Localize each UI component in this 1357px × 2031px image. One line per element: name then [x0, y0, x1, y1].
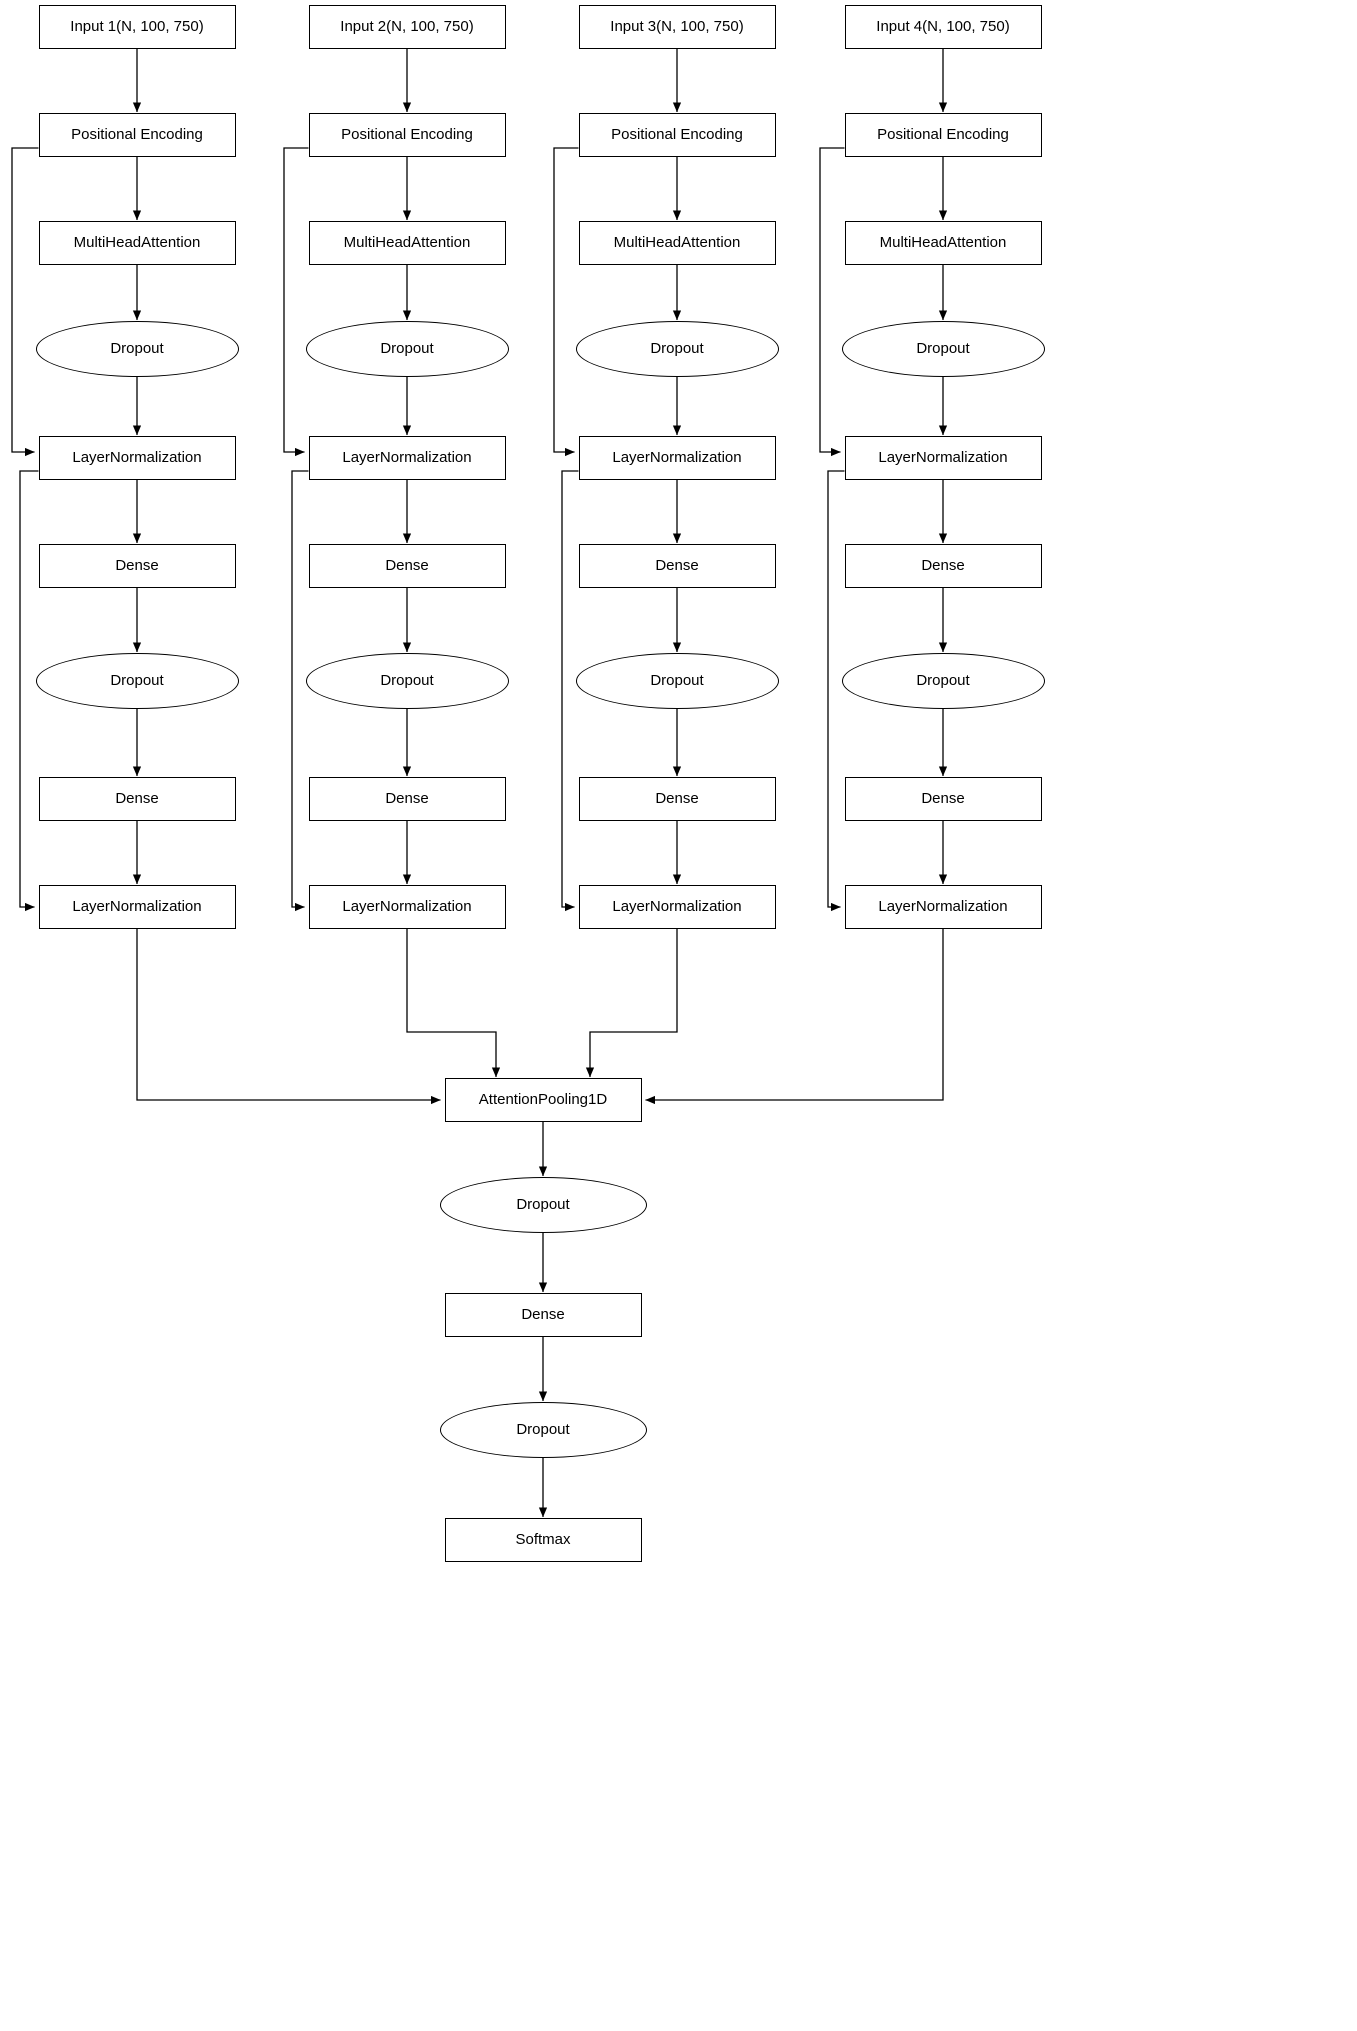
node-branch-4-dense: Dense	[844, 544, 1042, 588]
connector	[291, 470, 309, 912]
node-label: Dense	[655, 789, 699, 807]
node-branch-4-layernormalization: LayerNormalization	[844, 436, 1042, 480]
node-label: Dropout	[110, 339, 164, 357]
node-branch-4-input-4-n-100-750: Input 4(N, 100, 750)	[844, 5, 1042, 49]
connector	[406, 929, 501, 1078]
node-branch-3-dropout: Dropout	[575, 653, 779, 709]
node-label: AttentionPooling1D	[478, 1090, 608, 1108]
node-branch-1-layernormalization: LayerNormalization	[38, 436, 236, 480]
node-branch-4-dropout: Dropout	[841, 321, 1045, 377]
node-label: Input 4(N, 100, 750)	[876, 17, 1010, 35]
connector	[136, 929, 441, 1105]
node-branch-4-layernormalization: LayerNormalization	[844, 885, 1042, 929]
node-label: Positional Encoding	[341, 125, 473, 143]
node-label: MultiHeadAttention	[73, 233, 201, 251]
node-branch-2-dropout: Dropout	[305, 321, 509, 377]
node-label: Dense	[115, 789, 159, 807]
connector	[827, 470, 845, 912]
node-branch-4-multiheadattention: MultiHeadAttention	[844, 221, 1042, 265]
node-branch-2-dense: Dense	[308, 544, 506, 588]
node-label: Dense	[385, 556, 429, 574]
node-label: Dense	[521, 1305, 565, 1323]
node-branch-1-dense: Dense	[38, 544, 236, 588]
node-branch-3-input-3-n-100-750: Input 3(N, 100, 750)	[578, 5, 776, 49]
node-label: MultiHeadAttention	[343, 233, 471, 251]
node-label: LayerNormalization	[878, 897, 1008, 915]
node-branch-3-layernormalization: LayerNormalization	[578, 436, 776, 480]
connector	[283, 147, 309, 457]
node-branch-2-dropout: Dropout	[305, 653, 509, 709]
node-branch-1-dense: Dense	[38, 777, 236, 821]
node-label: Dropout	[516, 1195, 570, 1213]
connector	[645, 929, 944, 1105]
node-branch-1-input-1-n-100-750: Input 1(N, 100, 750)	[38, 5, 236, 49]
node-trunk-attentionpooling1d: AttentionPooling1D	[444, 1078, 642, 1122]
node-label: MultiHeadAttention	[613, 233, 741, 251]
node-label: LayerNormalization	[342, 897, 472, 915]
node-branch-3-dense: Dense	[578, 544, 776, 588]
node-branch-3-positional-encoding: Positional Encoding	[578, 113, 776, 157]
node-branch-4-dense: Dense	[844, 777, 1042, 821]
node-label: Dense	[655, 556, 699, 574]
node-branch-3-dense: Dense	[578, 777, 776, 821]
node-label: LayerNormalization	[878, 448, 1008, 466]
node-branch-3-layernormalization: LayerNormalization	[578, 885, 776, 929]
node-label: Positional Encoding	[877, 125, 1009, 143]
node-label: LayerNormalization	[342, 448, 472, 466]
node-label: Dropout	[380, 339, 434, 357]
node-label: LayerNormalization	[612, 448, 742, 466]
node-branch-2-layernormalization: LayerNormalization	[308, 885, 506, 929]
node-branch-2-positional-encoding: Positional Encoding	[308, 113, 506, 157]
node-branch-1-dropout: Dropout	[35, 321, 239, 377]
node-label: Dropout	[916, 671, 970, 689]
node-trunk-softmax: Softmax	[444, 1518, 642, 1562]
node-trunk-dense: Dense	[444, 1293, 642, 1337]
node-branch-2-multiheadattention: MultiHeadAttention	[308, 221, 506, 265]
node-label: Positional Encoding	[611, 125, 743, 143]
connector	[19, 470, 39, 912]
node-label: Dropout	[916, 339, 970, 357]
node-branch-2-dense: Dense	[308, 777, 506, 821]
node-branch-3-dropout: Dropout	[575, 321, 779, 377]
node-label: Dense	[115, 556, 159, 574]
node-label: Dropout	[650, 671, 704, 689]
node-label: Dropout	[650, 339, 704, 357]
node-label: Input 2(N, 100, 750)	[340, 17, 474, 35]
node-branch-3-multiheadattention: MultiHeadAttention	[578, 221, 776, 265]
node-label: Dropout	[380, 671, 434, 689]
connector	[553, 147, 579, 457]
node-label: MultiHeadAttention	[879, 233, 1007, 251]
connector	[585, 929, 678, 1078]
node-branch-2-input-2-n-100-750: Input 2(N, 100, 750)	[308, 5, 506, 49]
node-label: Dense	[385, 789, 429, 807]
node-branch-1-multiheadattention: MultiHeadAttention	[38, 221, 236, 265]
node-trunk-dropout: Dropout	[439, 1177, 647, 1233]
node-label: Input 1(N, 100, 750)	[70, 17, 204, 35]
node-label: Input 3(N, 100, 750)	[610, 17, 744, 35]
node-label: Dense	[921, 556, 965, 574]
connector	[11, 147, 39, 457]
node-label: LayerNormalization	[72, 897, 202, 915]
node-branch-2-layernormalization: LayerNormalization	[308, 436, 506, 480]
node-label: Dropout	[516, 1420, 570, 1438]
connector	[561, 470, 579, 912]
node-branch-4-dropout: Dropout	[841, 653, 1045, 709]
node-branch-4-positional-encoding: Positional Encoding	[844, 113, 1042, 157]
node-branch-1-layernormalization: LayerNormalization	[38, 885, 236, 929]
node-label: Softmax	[515, 1530, 571, 1548]
node-label: LayerNormalization	[612, 897, 742, 915]
connector	[819, 147, 845, 457]
node-label: Dropout	[110, 671, 164, 689]
node-trunk-dropout: Dropout	[439, 1402, 647, 1458]
node-label: LayerNormalization	[72, 448, 202, 466]
node-label: Dense	[921, 789, 965, 807]
node-branch-1-positional-encoding: Positional Encoding	[38, 113, 236, 157]
node-branch-1-dropout: Dropout	[35, 653, 239, 709]
node-label: Positional Encoding	[71, 125, 203, 143]
